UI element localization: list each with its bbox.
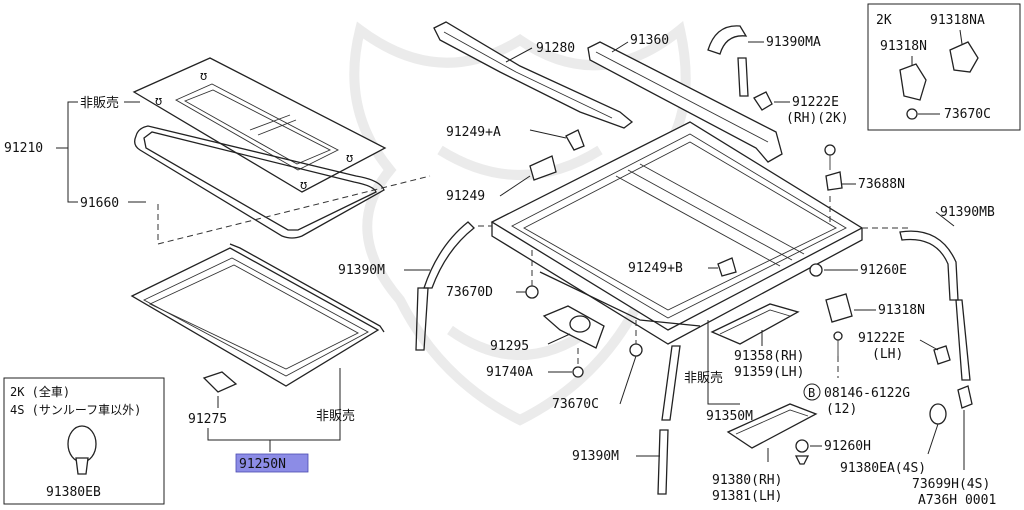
svg-text:ʊ: ʊ [346, 151, 353, 165]
label-91381: 91381(LH) [712, 489, 782, 504]
sunshade-91250N[interactable] [130, 243, 385, 387]
clip-91380EB[interactable] [67, 425, 97, 463]
label-91380EB: 91380EB [46, 485, 101, 500]
label-91260H: 91260H [824, 439, 871, 454]
label-91358: 91358(RH) [734, 349, 804, 364]
handle-91275[interactable] [202, 371, 238, 408]
svg-text:ʊ: ʊ [200, 69, 207, 83]
label-not-sold-mid: 非販売 [684, 370, 723, 386]
drain-hose-91390MA[interactable] [707, 25, 749, 97]
drain-hose-91390M-bottom[interactable] [657, 345, 681, 495]
bracket-91358-91359[interactable] [710, 303, 800, 345]
label-91390MB: 91390MB [940, 205, 995, 220]
label-73670C-mid: 73670C [552, 397, 599, 412]
weatherstrip-91660[interactable] [134, 125, 385, 239]
callout-91250N [207, 368, 341, 452]
clip-91222E-top[interactable] [753, 91, 773, 111]
label-91390M-bottom: 91390M [572, 449, 619, 464]
bolt-91740A[interactable] [572, 366, 584, 378]
motor-91295[interactable] [542, 305, 605, 349]
deflector-91280[interactable] [433, 21, 634, 129]
callout-91210 [56, 101, 146, 203]
label-91390M-left: 91390M [338, 263, 385, 278]
label-91222E-lh: 91222E [858, 331, 905, 346]
label-bolt-qty: (12) [826, 402, 857, 417]
label-91250N: 91250N [239, 457, 286, 472]
label-73688N: 73688N [858, 177, 905, 192]
rail-91360[interactable] [587, 41, 783, 163]
label-91318NA: 91318NA [930, 13, 985, 28]
highlight-91250N[interactable] [235, 453, 309, 473]
grommet-91260E[interactable] [809, 263, 823, 277]
svg-text:ʊ: ʊ [155, 94, 162, 108]
bolt-circle-icon [803, 383, 821, 401]
inset-line2: 4S (サンルーフ車以外) [10, 403, 141, 417]
label-91249B: 91249+B [628, 261, 683, 276]
label-91359: 91359(LH) [734, 365, 804, 380]
label-91740A: 91740A [486, 365, 533, 380]
inset-variant: 2K [876, 13, 892, 28]
label-91295: 91295 [490, 339, 529, 354]
label-91249A: 91249+A [446, 125, 501, 140]
label-91380: 91380(RH) [712, 473, 782, 488]
clip-91222E-lh[interactable] [933, 345, 951, 365]
inset-bottom-left: 2K (全車) 4S (サンルーフ車以外) 91380EB [3, 377, 165, 505]
label-91318N-inset: 91318N [880, 39, 927, 54]
projection-line [157, 175, 431, 245]
label-lh-1: (LH) [872, 347, 903, 362]
label-91380EA: 91380EA(4S) [840, 461, 926, 476]
nut-73670D[interactable] [525, 285, 539, 299]
frame-91350M[interactable] [490, 121, 864, 345]
label-not-sold-top: 非販売 [80, 95, 119, 111]
nut-73670C[interactable] [629, 343, 643, 357]
svg-text:ʊ: ʊ [300, 178, 307, 192]
bracket-91249[interactable] [529, 155, 557, 181]
grommet-91260H[interactable] [794, 439, 810, 465]
bracket-91380-91381[interactable] [726, 403, 818, 449]
label-91350M: 91350M [706, 409, 753, 424]
label-73670C-inset: 73670C [944, 107, 991, 122]
bracket-91318NA[interactable] [949, 41, 979, 73]
label-73670D: 73670D [446, 285, 493, 300]
label-91390MA: 91390MA [766, 35, 821, 50]
bracket-91318N-inset[interactable] [899, 63, 927, 101]
inset-line1: 2K (全車) [10, 384, 70, 399]
label-73699H: 73699H(4S) [912, 477, 990, 492]
label-91318N: 91318N [878, 303, 925, 318]
glass-lid-91210[interactable]: ʊ ʊ ʊ ʊ [132, 57, 387, 193]
clip-91380EA[interactable] [929, 403, 947, 425]
label-bolt-code: 08146-6122G [824, 386, 910, 401]
label-not-sold-bottom: 非販売 [316, 408, 355, 424]
label-rh-2k: (RH)(2K) [786, 111, 849, 126]
label-91210: 91210 [4, 141, 43, 156]
label-91260E: 91260E [860, 263, 907, 278]
label-91360: 91360 [630, 33, 669, 48]
bracket-91249B[interactable] [717, 257, 737, 277]
bolt-circle-letter: B [808, 386, 815, 400]
bracket-91249A[interactable] [565, 129, 585, 151]
bolt-08146-6122G[interactable] [833, 331, 843, 378]
clip-73699H[interactable] [957, 385, 973, 409]
label-91280: 91280 [536, 41, 575, 56]
label-91222E-top: 91222E [792, 95, 839, 110]
drain-hose-91390MB[interactable] [899, 230, 971, 381]
label-91275: 91275 [188, 412, 227, 427]
diagram-id: A736H 0001 [918, 493, 996, 508]
inset-top-right: 2K 91318NA 91318N 73670C [867, 3, 1021, 131]
bracket-91318N[interactable] [825, 293, 853, 323]
drain-hose-91390M-left[interactable] [415, 221, 475, 351]
label-91249: 91249 [446, 189, 485, 204]
nut-73670C-inset[interactable] [906, 108, 918, 120]
clip-73688N[interactable] [824, 144, 843, 191]
label-91660: 91660 [80, 196, 119, 211]
